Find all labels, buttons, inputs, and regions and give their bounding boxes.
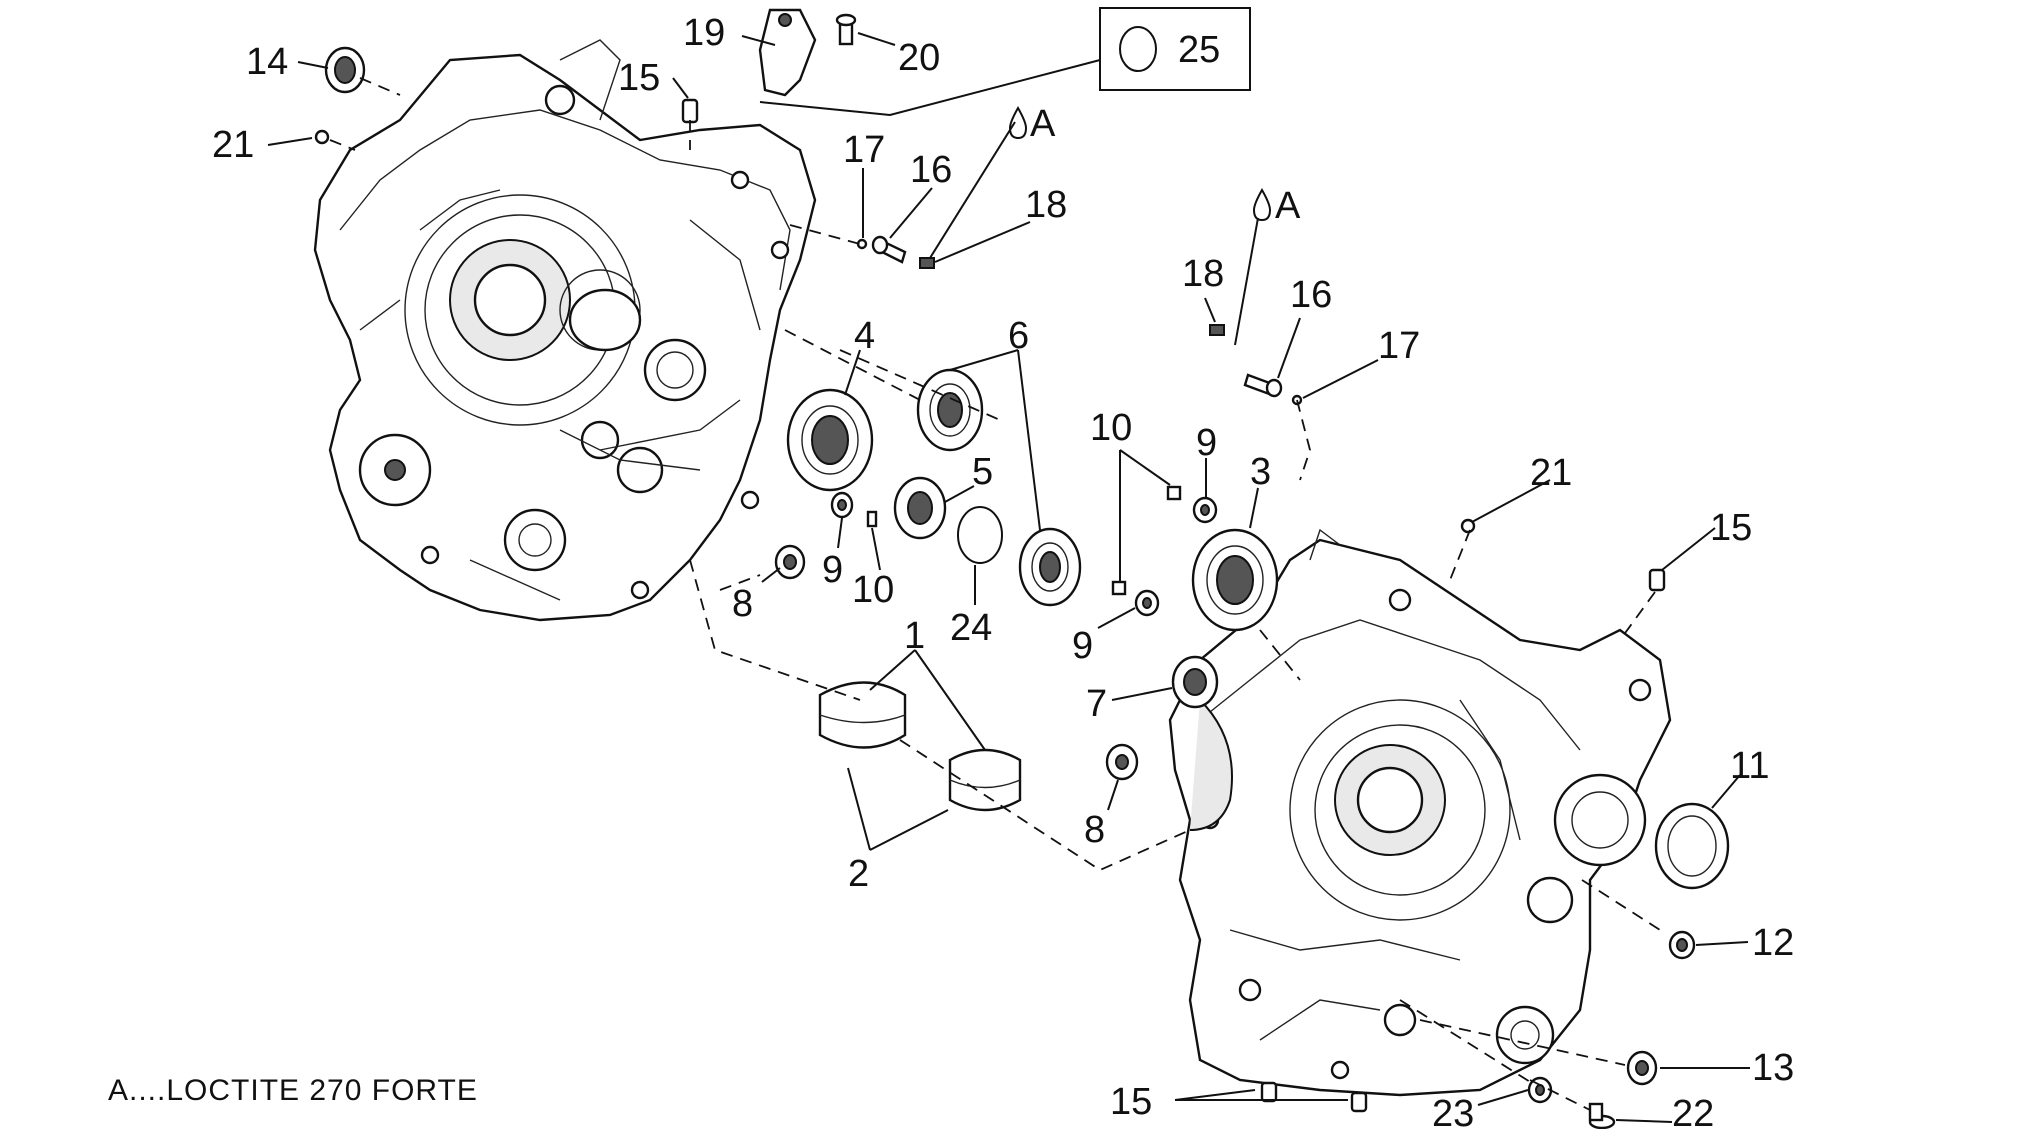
callout-17: 17: [843, 129, 885, 171]
callout-17: 17: [1378, 325, 1420, 367]
callout-23: 23: [1432, 1093, 1474, 1129]
part-screw-22: [1588, 1102, 1616, 1129]
callout-3: 3: [1250, 451, 1271, 493]
callout-18: 18: [1182, 253, 1224, 295]
callout-5: 5: [972, 451, 993, 493]
callout-8: 8: [732, 583, 753, 625]
callout-2: 2: [848, 853, 869, 895]
callout-9: 9: [822, 549, 843, 591]
left-crankcase-half: [313, 39, 817, 622]
part-washer-9-left: [830, 491, 854, 519]
right-crankcase-half: [1168, 528, 1672, 1097]
part-oil-jet-group-left: [856, 235, 935, 269]
callout-22: 22: [1672, 1093, 1714, 1129]
part-dowel-15-right: [1648, 568, 1666, 592]
part-plug-21-right: [1460, 518, 1476, 534]
callout-21: 21: [1530, 452, 1572, 494]
part-sensor-19: [758, 8, 817, 97]
part-oil-jet-group-right: [1209, 324, 1303, 406]
callout-10: 10: [1090, 407, 1132, 449]
part-screw-10-left: [866, 510, 878, 528]
part-seal-13: [1626, 1050, 1658, 1086]
callout-15: 15: [1110, 1081, 1152, 1123]
callout-10: 10: [852, 569, 894, 611]
callout-12: 12: [1752, 922, 1794, 964]
assembly-dashed-lines: [329, 77, 1661, 1111]
part-washer-9-right-upper: [1192, 496, 1218, 524]
part-plug-21: [314, 129, 330, 145]
callout-16: 16: [910, 149, 952, 191]
part-main-bearing-shells-1-2-right: [948, 748, 1022, 812]
loctite-drop-icon: [1252, 187, 1272, 222]
callout-4: 4: [854, 315, 875, 357]
callout-20: 20: [898, 37, 940, 79]
part-seal-12: [1668, 930, 1696, 960]
part-bearing-3: [1191, 528, 1279, 632]
callout-11: 11: [1730, 745, 1769, 787]
callout-6: 6: [1008, 315, 1029, 357]
part-bearing-5: [893, 476, 947, 540]
callout-A: A: [1030, 103, 1056, 145]
part-washer-23: [1527, 1076, 1553, 1104]
callout-8: 8: [1084, 809, 1105, 851]
callout-7: 7: [1086, 683, 1107, 725]
part-bearing-4: [786, 388, 874, 492]
part-screw-20: [835, 13, 857, 46]
leader-lines: [267, 32, 1750, 1123]
callout-A: A: [1275, 185, 1301, 227]
callout-19: 19: [683, 12, 725, 54]
o-ring-25-legend-box: [1099, 7, 1251, 91]
part-dowel-15-top: [681, 98, 699, 124]
legend-note: A....LOCTITE 270 FORTE: [108, 1074, 478, 1107]
callout-9: 9: [1196, 422, 1217, 464]
callout-25: 25: [1178, 29, 1220, 71]
part-bush-8-left: [774, 544, 806, 580]
part-main-bearing-shells-1-2-left: [818, 681, 907, 749]
callout-24: 24: [950, 607, 992, 649]
callout-15: 15: [1710, 507, 1752, 549]
part-bearing-6-upper: [916, 368, 984, 452]
part-screw-10-right-lower: [1111, 580, 1127, 596]
part-bush-8-right: [1105, 743, 1139, 781]
callout-21: 21: [212, 124, 254, 166]
part-dowels-15-bottom: [1260, 1081, 1368, 1113]
loctite-drop-icon: [1008, 105, 1028, 140]
part-circlip-24: [957, 506, 1003, 564]
part-screw-10-right-upper: [1166, 485, 1182, 501]
part-oil-seal-7: [1171, 655, 1219, 709]
part-washer-9-right-lower: [1134, 589, 1160, 617]
part-oil-seal-11: [1654, 802, 1730, 890]
callout-9: 9: [1072, 625, 1093, 667]
callout-18: 18: [1025, 184, 1067, 226]
callout-16: 16: [1290, 274, 1332, 316]
callout-1: 1: [904, 615, 925, 657]
callout-14: 14: [246, 41, 288, 83]
callout-13: 13: [1752, 1047, 1794, 1089]
callout-labels: 14 21 19 20 15 25 A 17 16 18 A 18 16 17 …: [212, 12, 1794, 1129]
part-oil-seal-14: [324, 46, 366, 94]
callout-15: 15: [618, 57, 660, 99]
part-bearing-6-lower: [1018, 527, 1082, 607]
